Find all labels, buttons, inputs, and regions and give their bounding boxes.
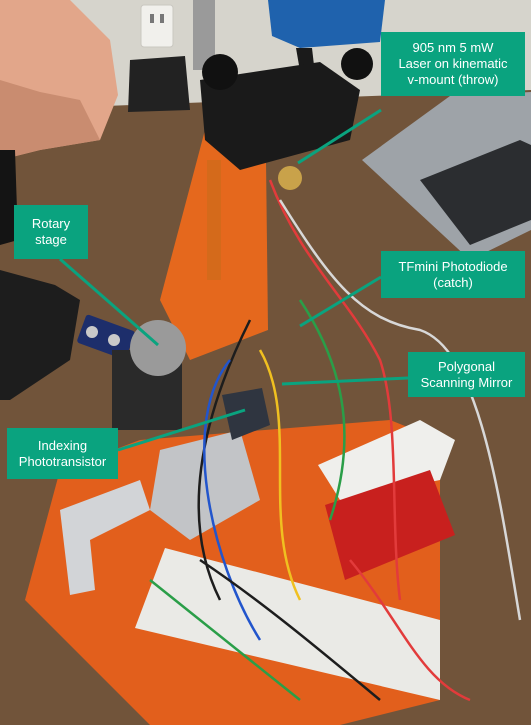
sensor-module xyxy=(77,314,135,360)
black-chair xyxy=(128,56,190,112)
callout-indexing-phototransistor: Indexing Phototransistor xyxy=(7,428,118,479)
outlet-slot xyxy=(150,14,154,23)
wires xyxy=(149,179,522,702)
threaded-rod xyxy=(193,0,215,70)
callout-tfmini-photodiode: TFmini Photodiode (catch) xyxy=(381,251,525,298)
sensor-eye xyxy=(86,326,98,338)
callout-polygonal-mirror: Polygonal Scanning Mirror xyxy=(408,352,525,397)
laptop-keyboard xyxy=(420,140,531,245)
knob xyxy=(341,48,373,80)
outlet-slot xyxy=(160,14,164,23)
aluminum-angle xyxy=(60,480,150,595)
arm-shadow xyxy=(0,80,100,160)
wall-outlet xyxy=(140,4,174,48)
arduino-board xyxy=(325,470,455,580)
blue-chair-back xyxy=(268,0,385,48)
callout-laser: 905 nm 5 mW Laser on kinematic v-mount (… xyxy=(381,32,525,96)
chair-edge xyxy=(0,150,18,245)
callout-leaders xyxy=(59,108,409,452)
tablet xyxy=(0,270,80,400)
aluminum-bracket xyxy=(150,430,260,540)
spring xyxy=(207,160,221,280)
sensor-eye xyxy=(108,334,120,346)
laser-diode xyxy=(278,166,302,190)
callout-rotary-stage: Rotary stage xyxy=(14,205,88,259)
knob xyxy=(202,54,238,90)
polygon-mirror xyxy=(222,388,270,440)
kinematic-mount xyxy=(200,62,360,170)
